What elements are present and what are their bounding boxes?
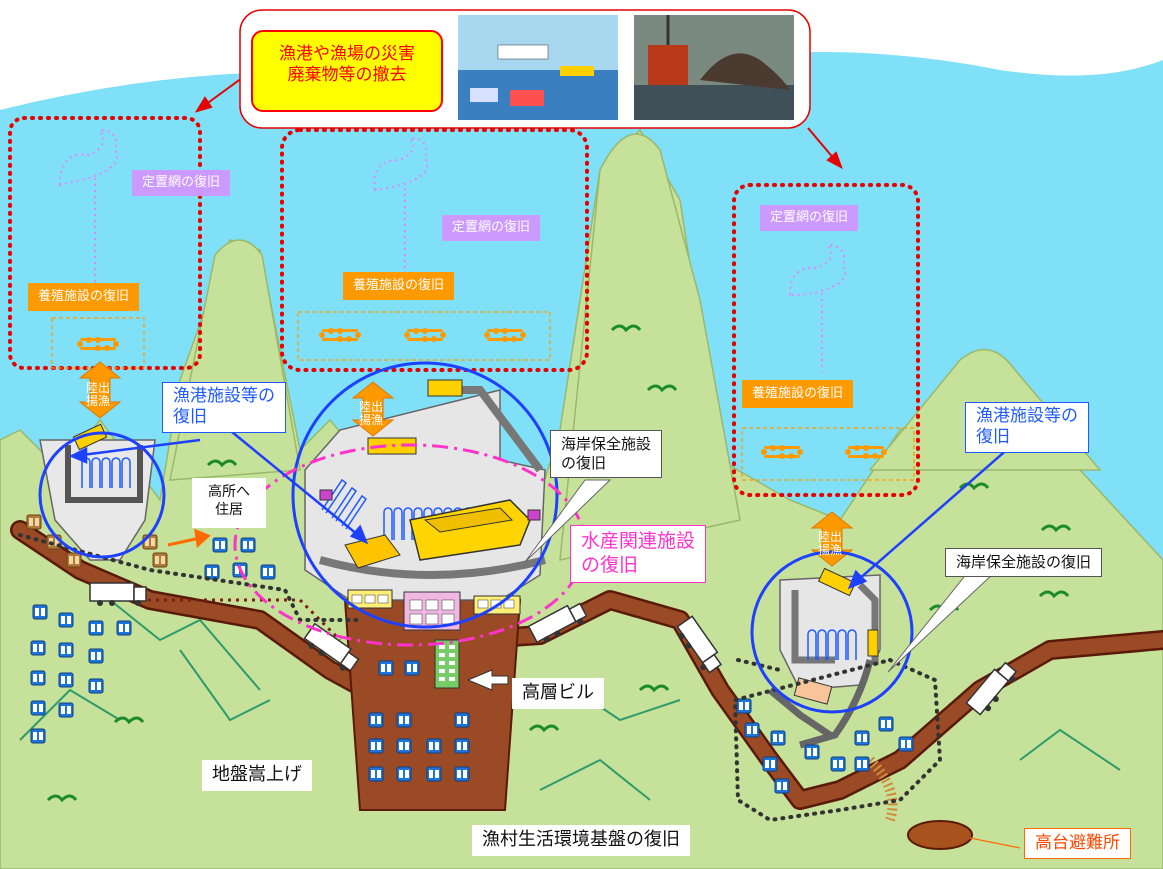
ground-raise-label: 地盤嵩上げ bbox=[202, 760, 312, 791]
high-place-label: 高所へ 住居 bbox=[192, 478, 266, 528]
fishing-ground-center bbox=[280, 128, 589, 372]
landing-label-right: 陸出 揚漁 bbox=[818, 530, 843, 558]
fixed-net-label-center: 定置網の復旧 bbox=[442, 215, 541, 242]
fixed-net-label-left: 定置網の復旧 bbox=[132, 170, 231, 197]
tall-building bbox=[434, 639, 460, 689]
village-env-label: 漁村生活環境基盤の復旧 bbox=[472, 825, 690, 856]
banner-line-1: 漁港や漁場の災害 bbox=[279, 44, 415, 64]
landing-label-center: 陸出 揚漁 bbox=[359, 400, 384, 428]
coastal-label-right: 海岸保全施設の復旧 bbox=[945, 548, 1103, 577]
tall-building-label: 高層ビル bbox=[512, 678, 604, 709]
port-facility-label-right: 漁港施設等の 復旧 bbox=[965, 402, 1089, 453]
port-facility-label-left: 漁港施設等の 復旧 bbox=[162, 382, 286, 433]
evacuation-mound bbox=[907, 820, 973, 850]
aquaculture-label-right: 養殖施設の復旧 bbox=[742, 380, 854, 409]
photo-site bbox=[634, 15, 794, 120]
landing-label-left: 陸出 揚漁 bbox=[86, 381, 111, 409]
fixed-net-label-right: 定置網の復旧 bbox=[760, 205, 859, 232]
banner-line-2: 廃棄物等の撤去 bbox=[287, 65, 407, 86]
banner-label: 漁港や漁場の災害 廃棄物等の撤去 bbox=[251, 30, 443, 112]
aquaculture-label-center: 養殖施設の復旧 bbox=[343, 272, 455, 301]
photo-illustration bbox=[458, 15, 618, 120]
evacuation-label: 高台避難所 bbox=[1024, 828, 1131, 860]
landing-arrow-left bbox=[78, 361, 122, 419]
port-circle-center bbox=[291, 361, 559, 629]
aquaculture-label-left: 養殖施設の復旧 bbox=[28, 283, 140, 312]
fishery-label: 水産関連施設 の復旧 bbox=[570, 525, 707, 583]
port-circle-right bbox=[750, 550, 914, 714]
fishing-ground-left bbox=[8, 116, 202, 370]
port-circle-left bbox=[38, 431, 166, 559]
coastal-label-center: 海岸保全施設 の復旧 bbox=[550, 430, 663, 478]
landing-arrow-center bbox=[351, 381, 395, 437]
